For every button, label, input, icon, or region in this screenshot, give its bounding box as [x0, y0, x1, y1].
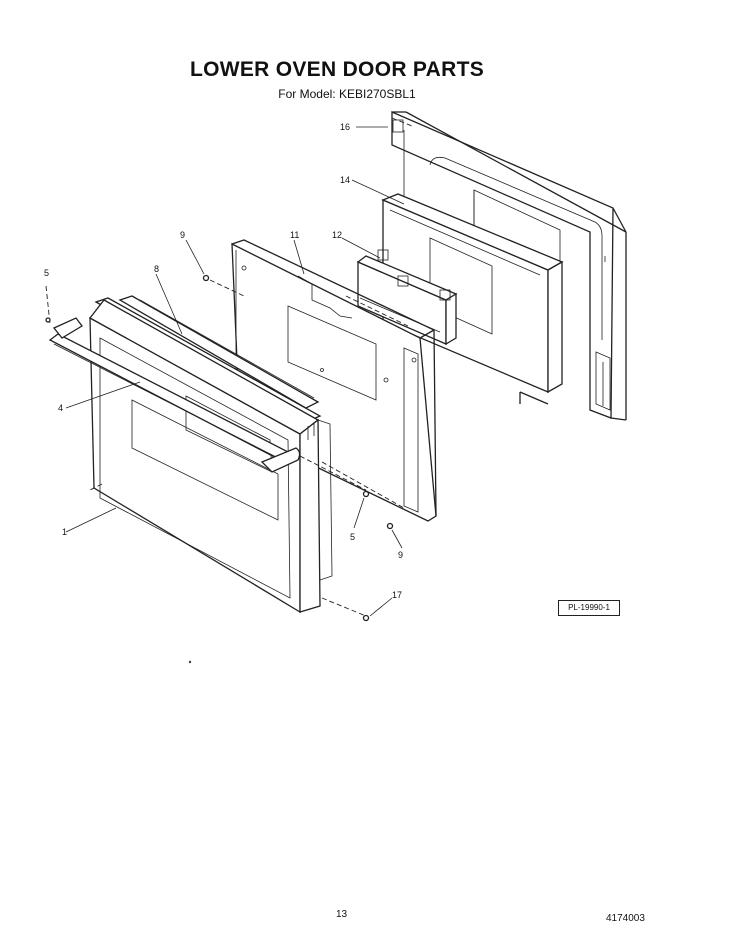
callout-4: 4 — [58, 403, 63, 413]
page-number: 13 — [336, 909, 348, 920]
screw-5-lower — [362, 490, 370, 498]
callout-14: 14 — [340, 175, 350, 185]
callout-11: 11 — [290, 230, 299, 240]
callout-1: 1 — [62, 527, 67, 537]
part-1-outer-door — [89, 299, 333, 614]
callout-17: 17 — [392, 590, 402, 600]
screw-5-left — [45, 317, 51, 323]
callout-5-left: 5 — [44, 268, 49, 278]
page-title: LOWER OVEN DOOR PARTS — [189, 58, 485, 81]
document-number: 4174003 — [606, 913, 645, 924]
callout-8: 8 — [154, 264, 159, 274]
part-4-door-handle — [48, 317, 301, 473]
part-12-glass-retainer — [356, 249, 458, 346]
callout-12: 12 — [332, 230, 342, 240]
model-subtitle: For Model: KEBI270SBL1 — [278, 87, 416, 101]
callout-16: 16 — [340, 122, 350, 132]
screw-9-lower — [386, 522, 394, 530]
callout-9-upper: 9 — [180, 230, 185, 240]
stray-dot — [188, 660, 192, 664]
screw-9-upper — [202, 274, 210, 282]
callout-9-lower: 9 — [398, 550, 403, 560]
screw-17 — [362, 614, 370, 622]
callout-5-lower: 5 — [350, 532, 355, 542]
leader-lines — [45, 117, 413, 617]
plate-id-box: PL-19990-1 — [558, 600, 620, 616]
part-14-inner-glass — [381, 193, 564, 405]
